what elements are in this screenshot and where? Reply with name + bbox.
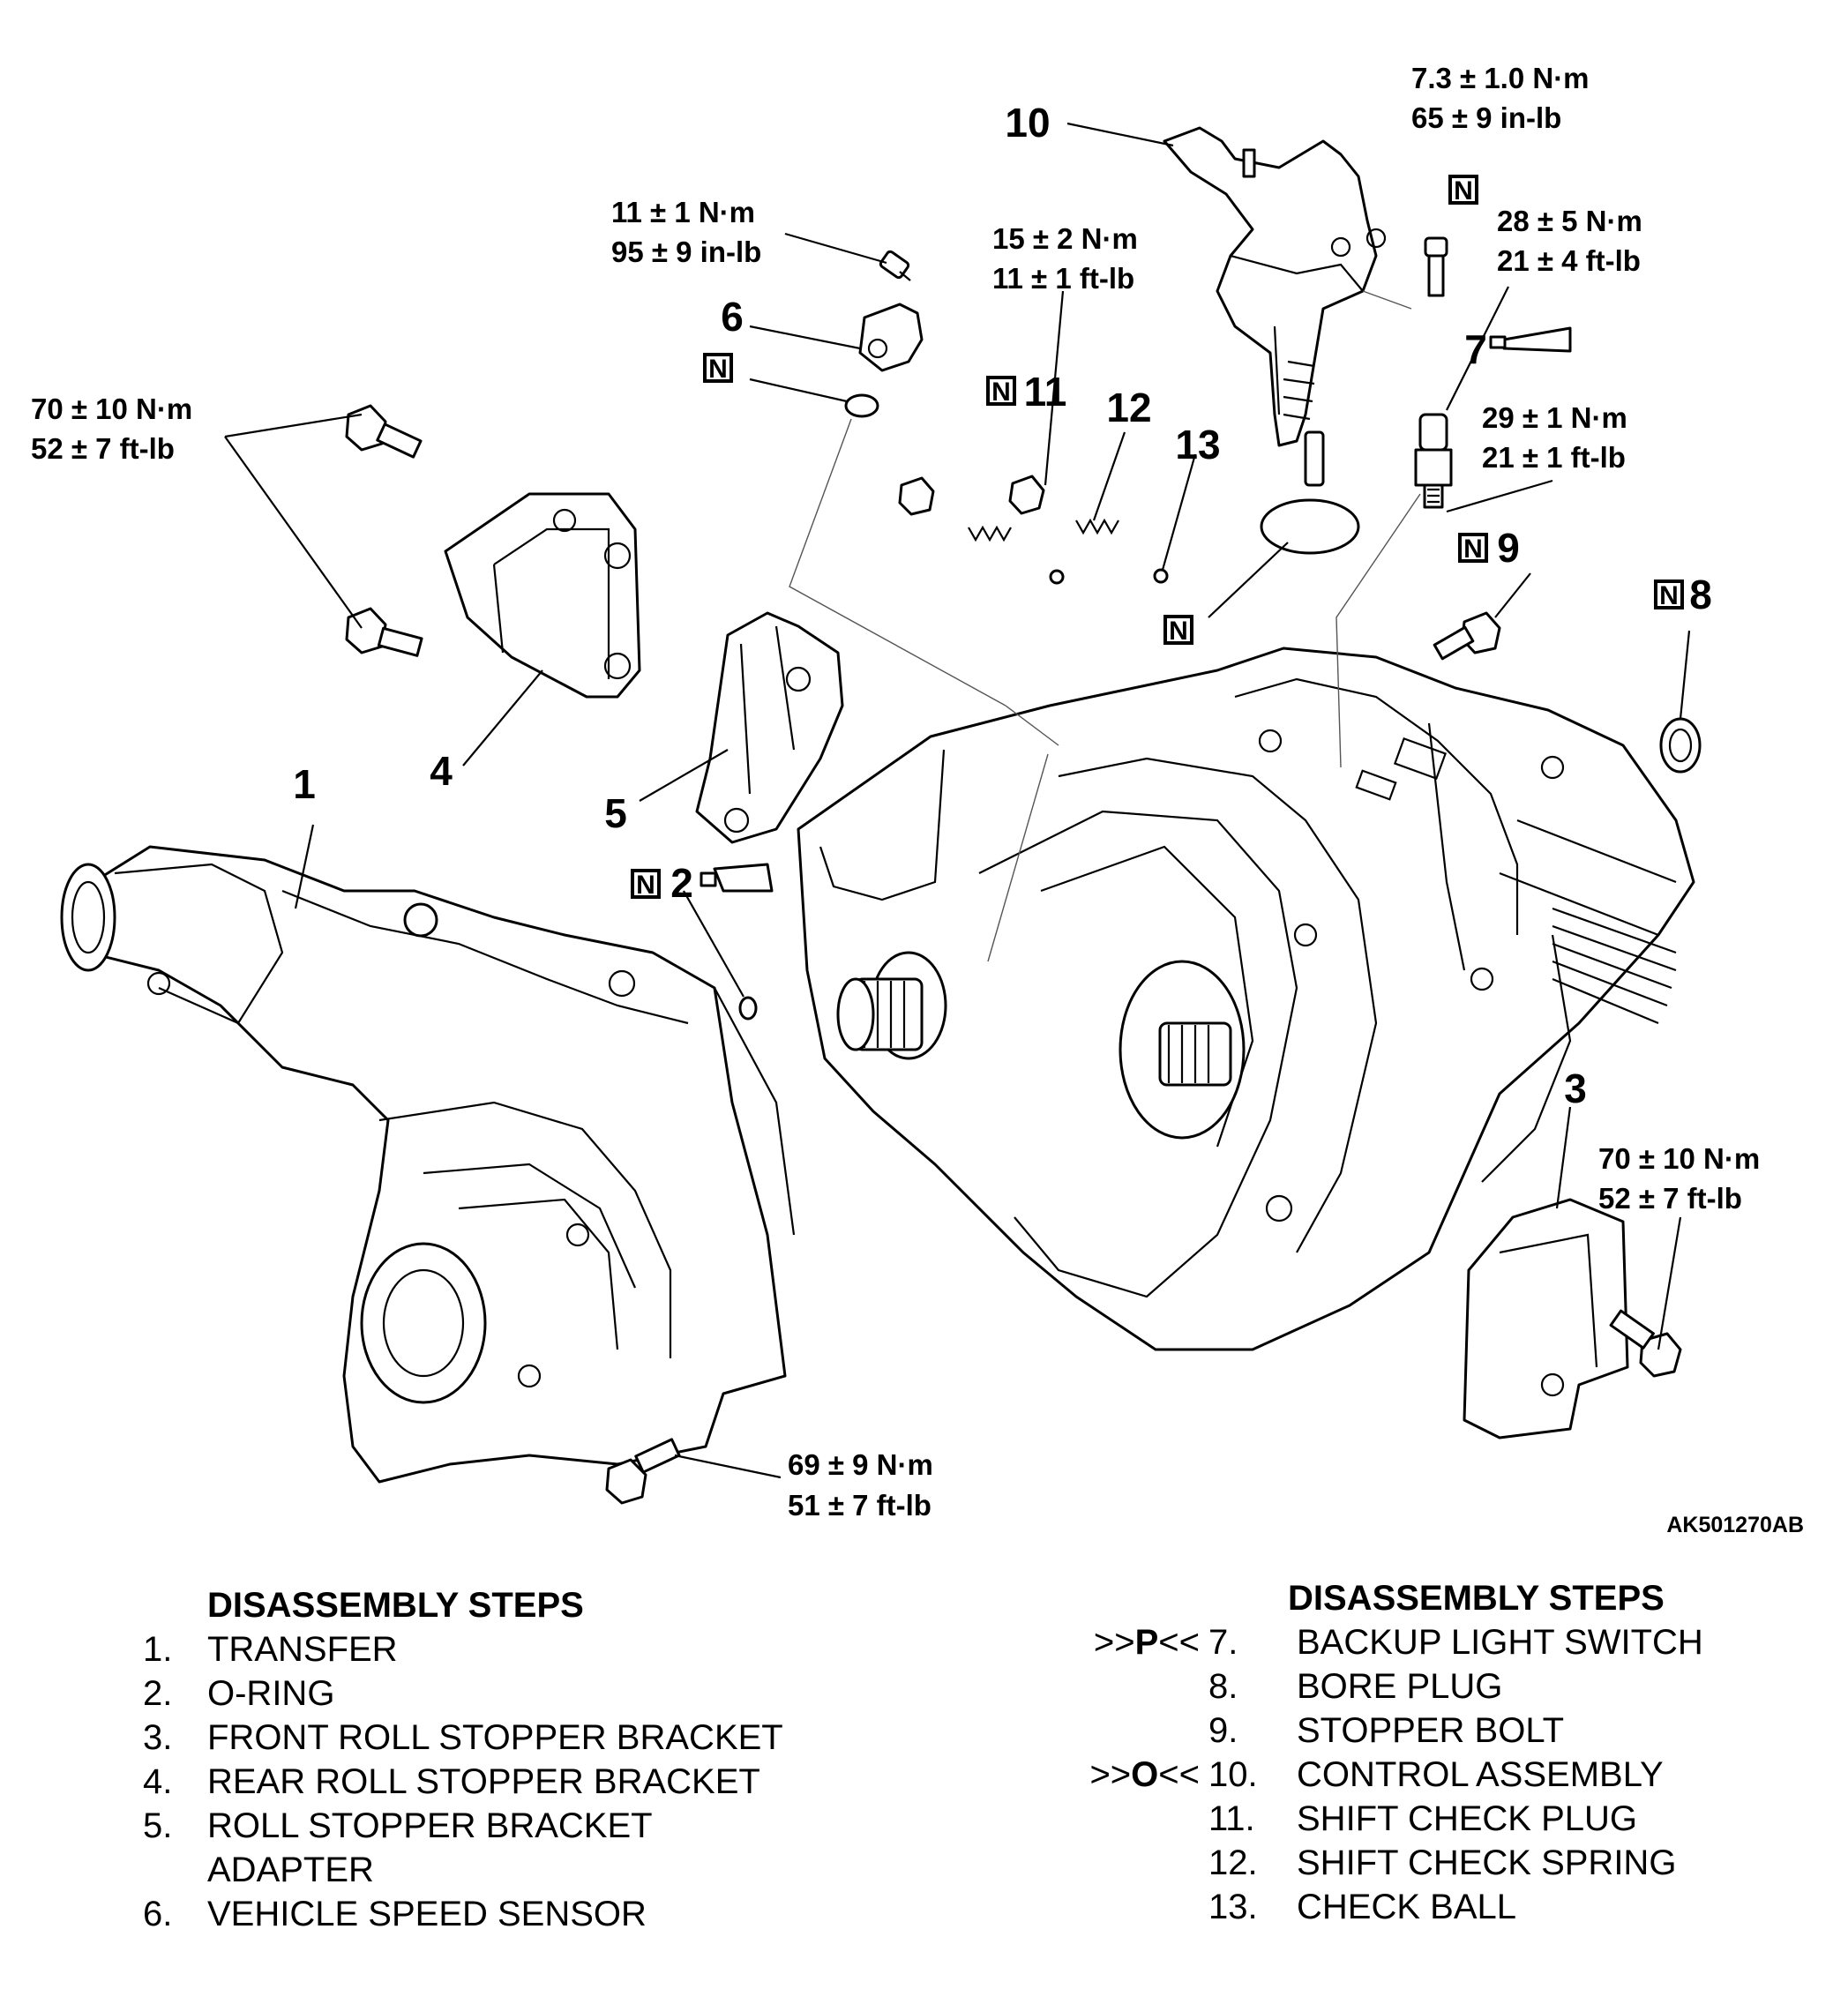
control-assembly [1163, 126, 1387, 487]
part-label-12: 12 [1106, 385, 1151, 430]
part-label-3: 3 [1564, 1066, 1587, 1111]
roll-stopper-bracket-adapter [695, 611, 844, 844]
torque-vss-imp: 95 ± 9 in-lb [611, 236, 761, 268]
torque-stopper-bolt-imp: 21 ± 1 ft-lb [1482, 441, 1626, 474]
rear-bracket-bolt-upper [345, 404, 423, 459]
part-label-9: 9 [1497, 525, 1520, 571]
output-shaft [1119, 960, 1246, 1140]
shift-check-plug-left [898, 476, 935, 516]
rear-bracket-bolt-lower [345, 607, 423, 657]
part-label-8: 8 [1689, 572, 1712, 617]
vehicle-speed-sensor-o-ring [844, 393, 879, 418]
leader-lines [224, 122, 1691, 1479]
vehicle-speed-sensor-bolt [879, 250, 911, 281]
n-box-9: N [1458, 533, 1488, 564]
list-item: >>P<<7.BACKUP LIGHT SWITCH [1093, 1623, 1703, 1662]
part-label-5: 5 [604, 790, 627, 836]
part-label-13: 13 [1175, 422, 1220, 467]
torque-shift-check-plug-nm: 15 ± 2 N·m [992, 222, 1138, 255]
list-item: 8.BORE PLUG [1208, 1667, 1503, 1706]
svg-text:N: N [1169, 617, 1188, 646]
list-item: 11.SHIFT CHECK PLUG [1208, 1799, 1637, 1838]
sealant-tube-7 [1489, 326, 1572, 353]
torque-control-bolt-imp: 65 ± 9 in-lb [1411, 101, 1561, 134]
shift-check-spring-left [968, 525, 1012, 542]
part-label-2: 2 [670, 860, 693, 906]
list-item: 6.VEHICLE SPEED SENSOR [143, 1895, 647, 1933]
list-item: 12.SHIFT CHECK SPRING [1208, 1843, 1677, 1882]
rear-roll-stopper-bracket [444, 492, 641, 699]
torque-vss-nm: 11 ± 1 N·m [611, 196, 755, 228]
transfer-assembly [60, 845, 796, 1484]
svg-text:N: N [1659, 581, 1679, 610]
control-assembly-bolt [1424, 236, 1448, 297]
transfer-bolt [605, 1438, 681, 1505]
part-number-labels: 1 2 3 4 5 6 7 8 9 10 11 12 13 [293, 100, 1712, 1111]
svg-text:N: N [636, 871, 655, 900]
list-item: 13.CHECK BALL [1208, 1888, 1516, 1926]
torque-rear-bracket-imp: 52 ± 7 ft-lb [31, 432, 175, 465]
n-box-control-bolt: N [1448, 175, 1478, 206]
transfer-o-ring [738, 996, 758, 1021]
part-label-4: 4 [430, 748, 453, 794]
disassembly-steps-right: DISASSEMBLY STEPS >>P<<7.BACKUP LIGHT SW… [1076, 1576, 1703, 1929]
part-label-11: 11 [1024, 369, 1067, 415]
list-item: 2.O-RING [143, 1674, 335, 1713]
part-label-10: 10 [1005, 100, 1050, 146]
n-box-11: N [986, 376, 1016, 407]
control-assembly-o-ring [1260, 498, 1360, 555]
svg-text:N: N [991, 378, 1011, 407]
list-item: 5.ROLL STOPPER BRACKET [143, 1806, 653, 1845]
disassembly-steps-left: DISASSEMBLY STEPS 1.TRANSFER 2.O-RING 3.… [143, 1583, 783, 1936]
torque-stopper-bolt-nm: 29 ± 1 N·m [1482, 401, 1627, 434]
transmission-case [797, 647, 1695, 1351]
shift-check-plug [1008, 475, 1045, 515]
vehicle-speed-sensor [858, 303, 924, 372]
torque-front-bracket-nm: 70 ± 10 N·m [1598, 1142, 1760, 1175]
front-bracket-bolt [1609, 1309, 1682, 1378]
part-label-6: 6 [721, 294, 744, 340]
torque-rear-bracket-nm: 70 ± 10 N·m [31, 393, 192, 425]
list-item: >>O<<10.CONTROL ASSEMBLY [1089, 1755, 1664, 1794]
torque-backup-switch-imp: 21 ± 4 ft-lb [1497, 244, 1641, 277]
steps-heading-right: DISASSEMBLY STEPS [1288, 1579, 1665, 1618]
steps-heading-left: DISASSEMBLY STEPS [207, 1586, 584, 1625]
torque-front-bracket-imp: 52 ± 7 ft-lb [1598, 1182, 1742, 1215]
sealant-tube-2 [700, 863, 774, 893]
front-roll-stopper-bracket [1463, 1198, 1629, 1439]
n-box-8: N [1654, 580, 1684, 610]
torque-shift-check-plug-imp: 11 ± 1 ft-lb [992, 262, 1134, 295]
list-item: 9.STOPPER BOLT [1208, 1711, 1565, 1750]
torque-transfer-bolt-nm: 69 ± 9 N·m [788, 1448, 933, 1481]
figure-code: AK501270AB [1666, 1513, 1804, 1537]
list-item: 1.TRANSFER [143, 1630, 398, 1669]
svg-text:N: N [1454, 176, 1473, 206]
list-item: ADAPTER [207, 1851, 374, 1889]
list-item: 3.FRONT ROLL STOPPER BRACKET [143, 1718, 783, 1757]
check-ball [1153, 568, 1169, 584]
part-label-7: 7 [1464, 326, 1487, 372]
assembly-guide-lines [789, 290, 1421, 962]
stopper-bolt [1433, 611, 1501, 661]
n-box-vss-o-ring: N [703, 353, 733, 384]
n-box-2: N [631, 869, 661, 900]
input-shaft [836, 951, 947, 1060]
backup-light-switch [1414, 413, 1453, 509]
svg-text:N: N [708, 355, 728, 384]
bore-plug [1659, 717, 1702, 774]
list-item: 4.REAR ROLL STOPPER BRACKET [143, 1762, 760, 1801]
shift-check-spring [1075, 518, 1119, 535]
svg-text:N: N [1463, 535, 1483, 564]
part-label-1: 1 [293, 761, 316, 807]
check-ball-left [1049, 569, 1065, 585]
torque-transfer-bolt-imp: 51 ± 7 ft-lb [788, 1489, 931, 1522]
torque-control-bolt-nm: 7.3 ± 1.0 N·m [1411, 62, 1590, 94]
n-box-control-o-ring: N [1163, 615, 1193, 646]
torque-backup-switch-nm: 28 ± 5 N·m [1497, 205, 1642, 237]
torque-specs: 7.3 ± 1.0 N·m 65 ± 9 in-lb 11 ± 1 N·m 95… [31, 62, 1760, 1522]
